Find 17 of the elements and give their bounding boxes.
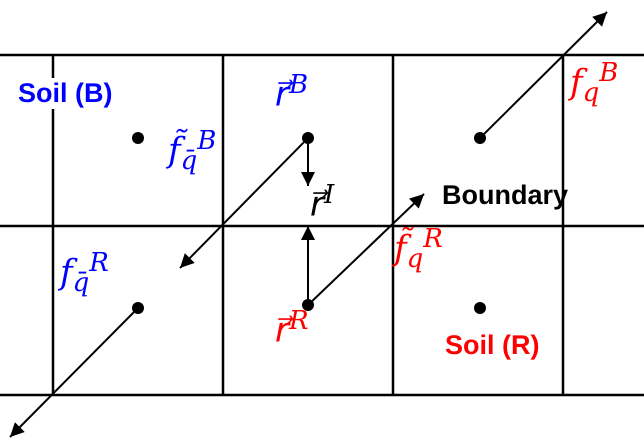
- arrow: [301, 226, 315, 299]
- grid-point-dot: [474, 132, 486, 144]
- vector-label: r⃗$^{R}$: [275, 308, 309, 348]
- grid-point-dot: [132, 132, 144, 144]
- region-label: Soil (R): [445, 330, 540, 361]
- arrow: [312, 193, 425, 302]
- region-label: Soil (B): [18, 78, 112, 109]
- arrow: [301, 144, 315, 186]
- vector-label: r⃗$^{I}$: [310, 182, 334, 222]
- grid-point-dot: [132, 302, 144, 314]
- grid-point-dot: [302, 299, 314, 311]
- arrow: [484, 11, 608, 134]
- grid-point-dot: [474, 302, 486, 314]
- grid-point-dot: [302, 132, 314, 144]
- arrow: [9, 312, 134, 438]
- arrow: [179, 142, 304, 269]
- vector-label: r⃗$^{B}$: [275, 72, 308, 112]
